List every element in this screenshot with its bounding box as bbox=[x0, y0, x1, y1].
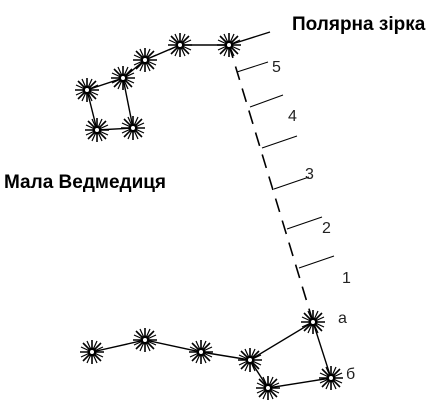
scale-number-2: 2 bbox=[322, 220, 331, 237]
star bbox=[121, 116, 145, 140]
pointer-star-a bbox=[301, 310, 325, 334]
scale-number-1: 1 bbox=[342, 270, 351, 287]
ursa-minor-stars bbox=[75, 33, 241, 142]
scale-number-5: 5 bbox=[272, 59, 281, 76]
pointer-label-a: а bbox=[338, 310, 347, 327]
star bbox=[75, 78, 99, 102]
star bbox=[238, 348, 262, 372]
star bbox=[111, 66, 135, 90]
star bbox=[133, 328, 157, 352]
big-dipper-lines bbox=[92, 322, 331, 388]
scale-number-3: 3 bbox=[305, 166, 314, 183]
scale-number-4: 4 bbox=[288, 108, 297, 125]
big-dipper-stars bbox=[80, 310, 343, 400]
pointer-star-b bbox=[319, 366, 343, 390]
pointer-label-b: б bbox=[346, 366, 355, 383]
polaris-label: Полярна зірка bbox=[292, 14, 426, 35]
star bbox=[80, 340, 104, 364]
star bbox=[133, 48, 157, 72]
scale-ticks bbox=[237, 62, 334, 268]
star bbox=[85, 118, 109, 142]
ursa-minor-lines bbox=[87, 45, 229, 130]
star bbox=[189, 340, 213, 364]
pointer-dashed-line bbox=[229, 45, 313, 322]
ursa-minor-label: Мала Ведмедиця bbox=[4, 172, 166, 193]
star bbox=[256, 376, 280, 400]
star bbox=[168, 33, 192, 57]
polaris-star bbox=[217, 33, 241, 57]
